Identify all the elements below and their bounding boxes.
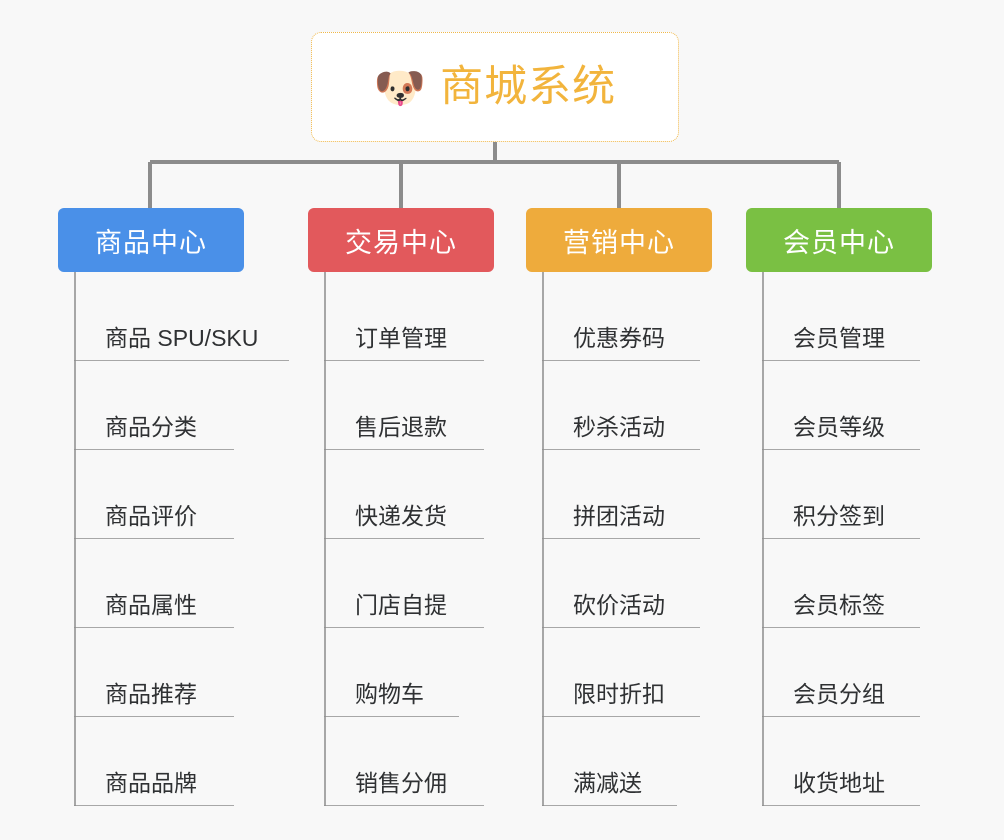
leaf-item[interactable]: 售后退款 <box>324 361 584 450</box>
leaf-item-rule <box>324 627 484 628</box>
leaf-item-rule <box>542 538 700 539</box>
leaf-item[interactable]: 订单管理 <box>324 272 584 361</box>
leaf-item-rule <box>762 716 920 717</box>
leaf-item-label: 商品 SPU/SKU <box>105 324 259 351</box>
leaf-item-rule <box>324 538 484 539</box>
leaf-item-rule <box>74 627 234 628</box>
root-title: 商城系统 <box>440 62 617 111</box>
column-spine <box>74 272 76 806</box>
leaf-item[interactable]: 商品 SPU/SKU <box>74 272 334 361</box>
leaf-item[interactable]: 商品推荐 <box>74 628 334 717</box>
leaf-item-label: 商品属性 <box>105 591 197 618</box>
leaf-item-label: 商品品牌 <box>105 769 197 796</box>
leaf-list-trade-center: 订单管理售后退款快递发货门店自提购物车销售分佣 <box>324 272 584 806</box>
leaf-item-rule <box>542 716 700 717</box>
leaf-item-label: 积分签到 <box>793 502 885 529</box>
leaf-item-label: 拼团活动 <box>573 502 665 529</box>
leaf-item-rule <box>762 360 920 361</box>
leaf-item-rule <box>74 360 289 361</box>
leaf-item-rule <box>324 805 484 806</box>
leaf-item-label: 商品推荐 <box>105 680 197 707</box>
leaf-item-label: 砍价活动 <box>573 591 665 618</box>
leaf-item[interactable]: 门店自提 <box>324 539 584 628</box>
leaf-item-rule <box>324 716 459 717</box>
leaf-item[interactable]: 购物车 <box>324 628 584 717</box>
dog-face-icon: 🐶 <box>373 64 427 111</box>
leaf-list-member-center: 会员管理会员等级积分签到会员标签会员分组收货地址 <box>762 272 1004 806</box>
leaf-item-label: 满减送 <box>573 769 642 796</box>
leaf-item-rule <box>324 360 484 361</box>
leaf-item-rule <box>762 449 920 450</box>
column-spine <box>542 272 544 806</box>
column-product-center: 商品中心商品 SPU/SKU 商品分类商品评价商品属性商品推荐商品品牌 <box>58 208 289 806</box>
leaf-item-label: 销售分佣 <box>355 769 447 796</box>
leaf-item-rule <box>542 360 700 361</box>
leaf-item[interactable]: 拼团活动 <box>542 450 802 539</box>
leaf-item[interactable]: 销售分佣 <box>324 717 584 806</box>
leaf-item-label: 售后退款 <box>355 413 447 440</box>
root-node[interactable]: 🐶 商城系统 <box>311 32 679 142</box>
leaf-item-label: 会员分组 <box>793 680 885 707</box>
leaf-item-rule <box>74 716 234 717</box>
leaf-item[interactable]: 秒杀活动 <box>542 361 802 450</box>
leaf-item-label: 优惠券码 <box>573 324 665 351</box>
leaf-item-label: 会员等级 <box>793 413 885 440</box>
leaf-item-label: 限时折扣 <box>573 680 665 707</box>
leaf-item-label: 秒杀活动 <box>573 413 665 440</box>
leaf-item[interactable]: 商品分类 <box>74 361 334 450</box>
leaf-item[interactable]: 限时折扣 <box>542 628 802 717</box>
leaf-item-label: 会员管理 <box>793 324 885 351</box>
leaf-item-label: 购物车 <box>355 680 424 707</box>
category-header-member-center[interactable]: 会员中心 <box>746 208 932 272</box>
leaf-item[interactable]: 优惠券码 <box>542 272 802 361</box>
column-member-center: 会员中心会员管理会员等级积分签到会员标签会员分组收货地址 <box>746 208 932 806</box>
column-marketing-center: 营销中心优惠券码秒杀活动拼团活动砍价活动限时折扣满减送 <box>526 208 712 806</box>
leaf-list-product-center: 商品 SPU/SKU 商品分类商品评价商品属性商品推荐商品品牌 <box>74 272 334 806</box>
leaf-item-label: 订单管理 <box>355 324 447 351</box>
leaf-item-label: 收货地址 <box>793 769 885 796</box>
leaf-item[interactable]: 满减送 <box>542 717 802 806</box>
category-header-trade-center[interactable]: 交易中心 <box>308 208 494 272</box>
leaf-item[interactable]: 商品品牌 <box>74 717 334 806</box>
leaf-item[interactable]: 积分签到 <box>762 450 1004 539</box>
column-spine <box>762 272 764 806</box>
leaf-item-rule <box>542 805 677 806</box>
leaf-item-rule <box>324 449 484 450</box>
leaf-item-rule <box>74 449 234 450</box>
column-spine <box>324 272 326 806</box>
column-trade-center: 交易中心订单管理售后退款快递发货门店自提购物车销售分佣 <box>308 208 494 806</box>
leaf-item-rule <box>762 627 920 628</box>
leaf-list-marketing-center: 优惠券码秒杀活动拼团活动砍价活动限时折扣满减送 <box>542 272 802 806</box>
leaf-item[interactable]: 收货地址 <box>762 717 1004 806</box>
leaf-item[interactable]: 商品属性 <box>74 539 334 628</box>
leaf-item-rule <box>542 627 700 628</box>
leaf-item-rule <box>762 805 920 806</box>
leaf-item[interactable]: 会员等级 <box>762 361 1004 450</box>
leaf-item-label: 会员标签 <box>793 591 885 618</box>
leaf-item-rule <box>542 449 700 450</box>
leaf-item-label: 快递发货 <box>355 502 447 529</box>
leaf-item-rule <box>74 805 234 806</box>
leaf-item-label: 商品评价 <box>105 502 197 529</box>
leaf-item[interactable]: 砍价活动 <box>542 539 802 628</box>
leaf-item-rule <box>74 538 234 539</box>
leaf-item[interactable]: 会员标签 <box>762 539 1004 628</box>
category-header-product-center[interactable]: 商品中心 <box>58 208 244 272</box>
leaf-item-label: 门店自提 <box>355 591 447 618</box>
leaf-item[interactable]: 会员管理 <box>762 272 1004 361</box>
category-header-marketing-center[interactable]: 营销中心 <box>526 208 712 272</box>
leaf-item[interactable]: 会员分组 <box>762 628 1004 717</box>
leaf-item-label: 商品分类 <box>105 413 197 440</box>
leaf-item-rule <box>762 538 920 539</box>
leaf-item[interactable]: 商品评价 <box>74 450 334 539</box>
leaf-item[interactable]: 快递发货 <box>324 450 584 539</box>
